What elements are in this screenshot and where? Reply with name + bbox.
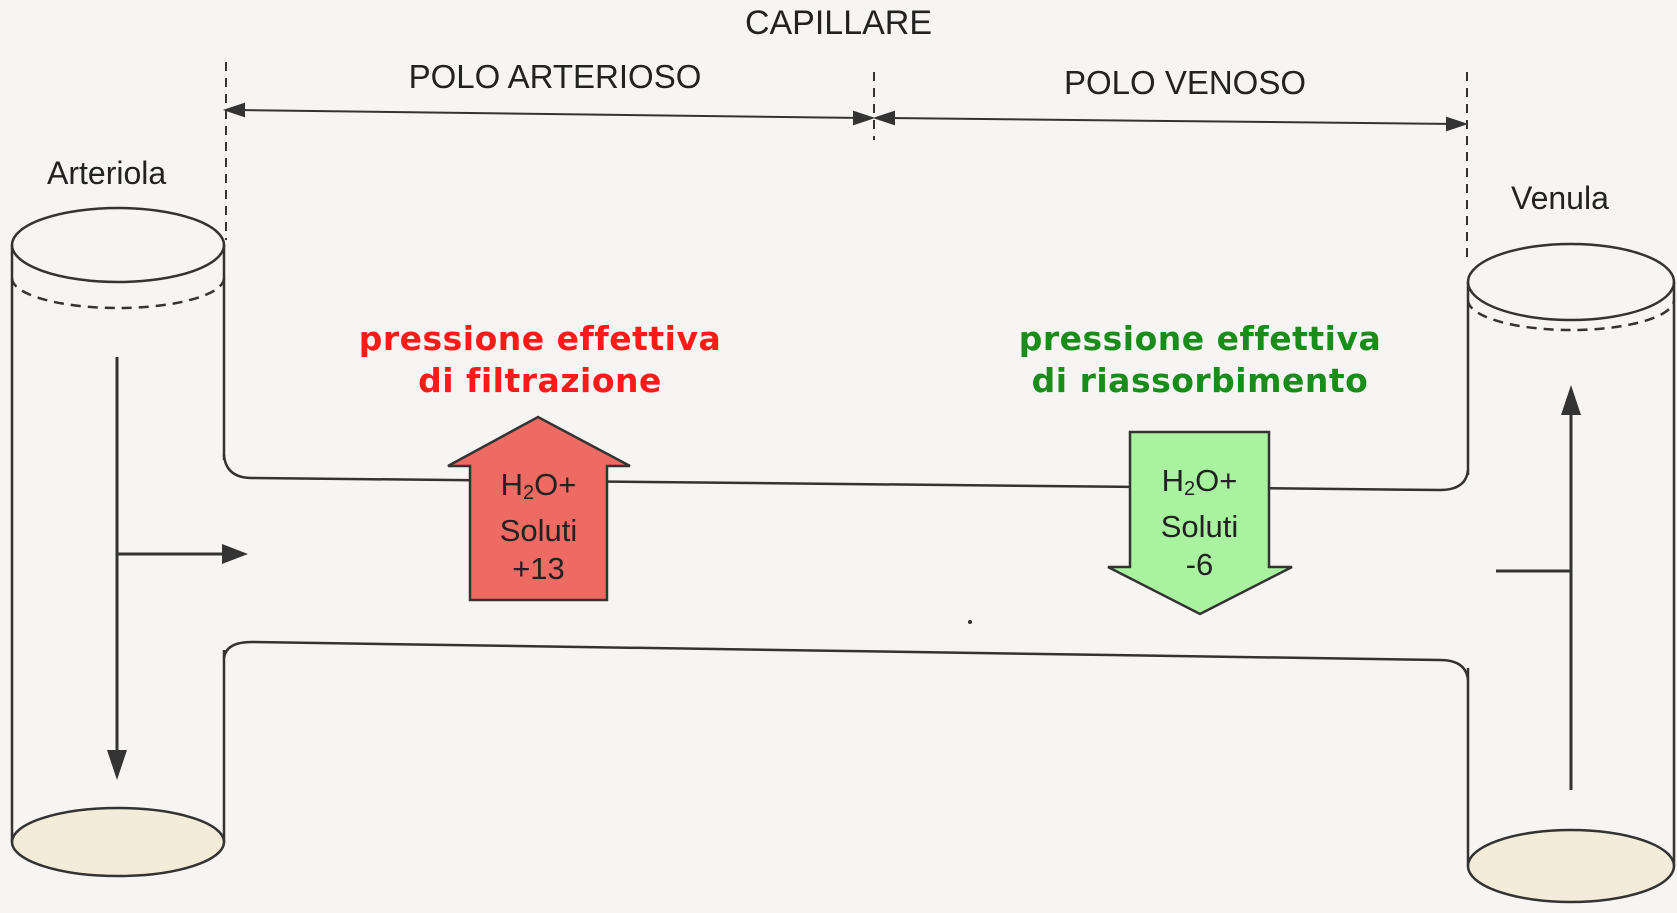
capillary-title: CAPILLARE	[744, 4, 933, 42]
filtration-value: +13	[512, 551, 565, 586]
venule-flow-arrow	[1496, 385, 1581, 790]
reabsorption-arrow	[1107, 430, 1293, 616]
arteriole-cylinder	[10, 206, 226, 878]
reabsorption-value: -6	[1185, 547, 1214, 582]
filtration-arrow-text: H2O+ Soluti +13	[470, 466, 607, 588]
reabsorption-label-line1: pressione effettiva	[1018, 319, 1382, 358]
filtration-arrow	[447, 415, 631, 602]
arteriole-flow-arrow	[107, 357, 248, 780]
arterial-span-arrow	[222, 102, 876, 126]
filtration-solutes: Soluti	[499, 513, 578, 548]
reabsorption-pressure-label: pressione effettiva di riassorbimento	[980, 318, 1420, 402]
venule-label: Venula	[1511, 180, 1609, 216]
arterial-pole-label: POLO ARTERIOSO	[408, 58, 702, 95]
reabsorption-h2o: H2O+	[1161, 463, 1238, 500]
venous-pole-label: POLO VENOSO	[1063, 64, 1307, 101]
capillary-upper-wall	[222, 454, 1470, 492]
filtration-h2o: H2O+	[500, 467, 577, 504]
stray-dot	[968, 620, 972, 624]
reabsorption-arrow-text: H2O+ Soluti -6	[1130, 462, 1269, 584]
filtration-pressure-label: pressione effettiva di filtrazione	[330, 318, 750, 402]
arteriole-label: Arteriola	[47, 155, 167, 191]
filtration-label-line1: pressione effettiva	[358, 319, 722, 358]
reabsorption-label-line2: di riassorbimento	[1031, 361, 1369, 400]
capillary-lower-wall	[222, 640, 1470, 681]
filtration-label-line2: di filtrazione	[418, 361, 662, 400]
reabsorption-solutes: Soluti	[1160, 509, 1239, 544]
venous-span-arrow	[872, 110, 1469, 132]
venule-cylinder	[1466, 242, 1676, 904]
